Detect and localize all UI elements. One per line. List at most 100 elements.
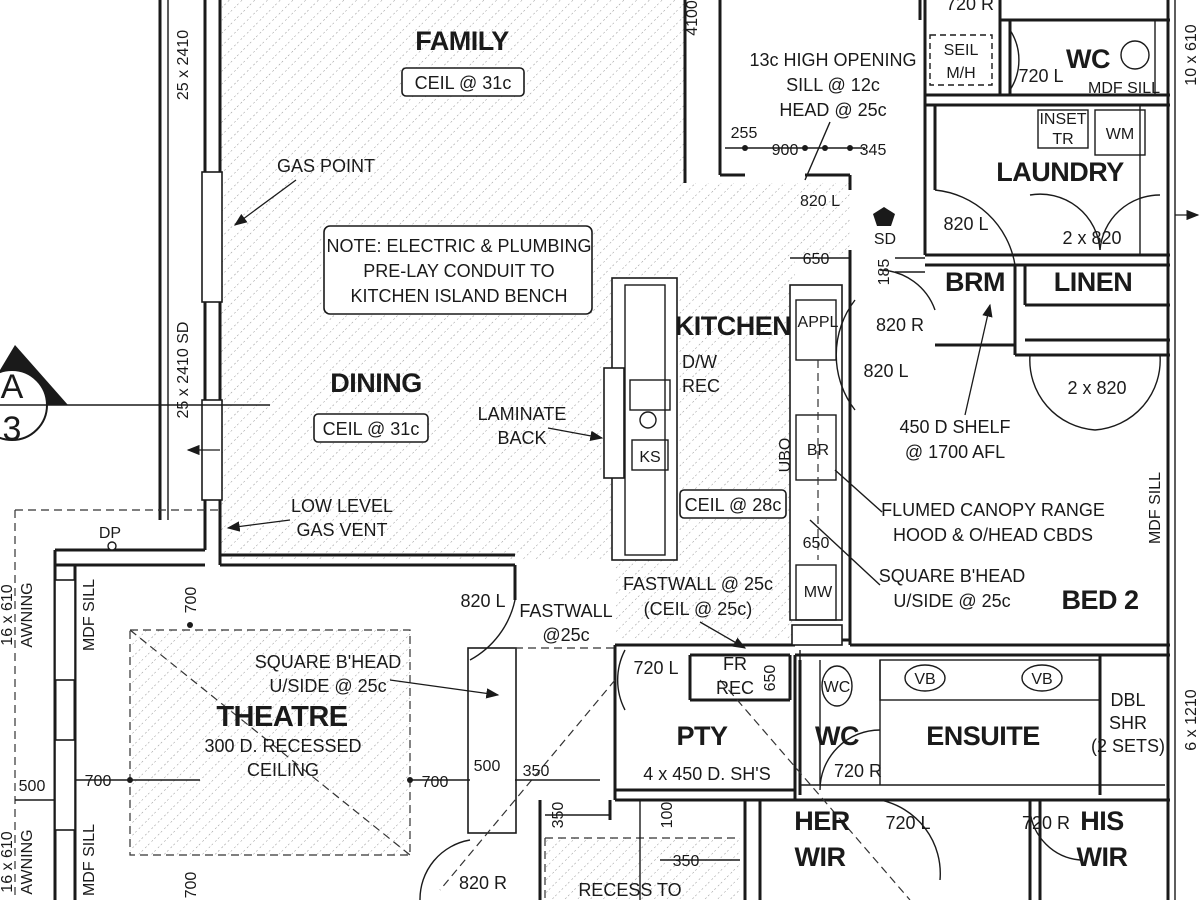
note-fastwall-ceil-1: FASTWALL @ 25c [623,574,773,594]
door-2x820-bed: 2 x 820 [1067,378,1126,398]
fixture-br: BR [807,442,829,459]
ceil-kitchen: CEIL @ 28c [685,495,782,515]
section-marker-number: 3 [3,410,22,448]
door-720l-wc: 720 L [1018,66,1063,86]
door-720l-pty: 720 L [633,658,678,678]
room-bed2: BED 2 [1061,585,1138,615]
room-labels: FAMILY DINING KITCHEN LAUNDRY LINEN BRM … [216,26,1139,872]
note-electric-3: KITCHEN ISLAND BENCH [350,286,567,306]
note-laminate-1: LAMINATE [478,404,567,424]
ceil-dining: CEIL @ 31c [323,419,420,439]
room-wc-top: WC [1066,44,1110,74]
window-mdf-wc: MDF SILL [1088,80,1160,97]
door-820r-brm: 820 R [876,315,924,335]
laundry-fixtures [929,34,1150,156]
dim-255: 255 [731,125,758,142]
room-kitchen: KITCHEN [675,311,792,341]
window-awning-top-2: AWNING [19,582,36,647]
fixture-inset-1: INSET [1039,111,1086,128]
fixture-ubo: UBO [777,438,794,473]
basin-icon-1 [904,664,946,692]
fixture-vb-2: VB [1031,671,1052,688]
dim-350-a: 350 [523,763,550,780]
note-fr-rec-1: FR [723,654,747,674]
door-820l-theatre: 820 L [460,591,505,611]
note-recessed-1: 300 D. RECESSED [204,736,361,756]
dim-700-c: 700 [422,774,449,791]
ceiling-labels: CEIL @ 31c CEIL @ 31c CEIL @ 28c SEIL M/… [313,42,979,519]
room-ensuite: ENSUITE [926,721,1040,751]
window-right-top: 10 x 610 [1183,24,1200,85]
note-recessed-2: CEILING [247,760,319,780]
window-mdf-a: MDF SILL [81,579,98,651]
note-low-gas-1: LOW LEVEL [291,496,393,516]
dim-650-c: 650 [762,665,779,692]
door-swings [419,29,1161,900]
note-gas-point: GAS POINT [277,156,375,176]
fixture-vb-1: VB [914,671,935,688]
note-flumed-1: FLUMED CANOPY RANGE [881,500,1105,520]
note-high-opening-1: 13c HIGH OPENING [749,50,916,70]
ceil-family: CEIL @ 31c [415,73,512,93]
note-shelf-1: 450 D SHELF [899,417,1010,437]
dim-350-b: 350 [550,802,567,829]
note-fastwall-2: @25c [542,625,589,645]
room-dining: DINING [330,368,422,398]
edge-arrows [186,209,1200,456]
fixture-wc-icon: WC [824,679,851,696]
door-820l-top: 820 L [800,193,840,210]
door-2x820-top: 2 x 820 [1062,228,1121,248]
note-dw-1: D/W [682,352,717,372]
note-laminate-2: BACK [497,428,546,448]
ceil-seil-1: SEIL [944,42,979,59]
door-820r-bottom: 820 R [459,873,507,893]
room-linen: LINEN [1054,267,1133,297]
fixture-ks: KS [639,449,660,466]
dim-700-a: 700 [183,587,200,614]
note-bhead-l-1: SQUARE B'HEAD [255,652,401,672]
toilet-icon [821,665,853,707]
note-electric-1: NOTE: ELECTRIC & PLUMBING [326,236,591,256]
window-awning-bottom-1: 16 x 610 [0,831,16,892]
note-dbl-shr-3: (2 SETS) [1091,736,1165,756]
door-720l-her: 720 L [885,813,930,833]
dim-650-a: 650 [803,251,830,268]
window-right-bottom: 6 x 1210 [1183,689,1200,750]
door-720r-his: 720 R [1022,813,1070,833]
dim-100: 100 [659,802,676,829]
note-high-opening-3: HEAD @ 25c [779,100,886,120]
basin-icon-2 [1021,664,1063,692]
dim-900: 900 [772,142,799,159]
dimension-lines [15,145,925,900]
window-mdf-bed: MDF SILL [1147,472,1164,544]
note-dbl-shr-1: DBL [1110,690,1145,710]
door-820l-bed: 820 L [863,361,908,381]
annotation-notes: NOTE: ELECTRIC & PLUMBING PRE-LAY CONDUI… [204,50,1165,900]
room-his-wir-1: HIS [1080,806,1124,836]
note-high-opening-2: SILL @ 12c [786,75,880,95]
dim-350-c: 350 [673,853,700,870]
room-family: FAMILY [415,26,509,56]
note-recess-to: RECESS TO [578,880,681,900]
kitchen-joinery [603,277,843,646]
room-brm: BRM [945,267,1005,297]
section-marker: A 3 [0,345,270,448]
dim-345: 345 [860,142,887,159]
room-her-wir-1: HER [794,806,850,836]
note-fastwall-ceil-2: (CEIL @ 25c) [644,599,753,619]
note-bhead-r-2: U/SIDE @ 25c [893,591,1010,611]
note-bhead-r-1: SQUARE B'HEAD [879,566,1025,586]
dashed-guides [14,20,1156,900]
note-shelf-2: @ 1700 AFL [905,442,1005,462]
note-fastwall-1: FASTWALL [519,601,612,621]
door-720r-top: 720 R [946,0,994,14]
dimension-labels: 4100 255 900 345 650 185 650 650 700 700… [19,0,893,898]
fixture-wm: WM [1106,126,1134,143]
door-820l-laundry: 820 L [943,214,988,234]
section-marker-letter: A [1,368,24,406]
window-mdf-b: MDF SILL [81,824,98,896]
downpipe-icon [107,541,117,551]
note-dbl-shr-2: SHR [1109,713,1147,733]
fixture-dp: DP [99,525,121,542]
